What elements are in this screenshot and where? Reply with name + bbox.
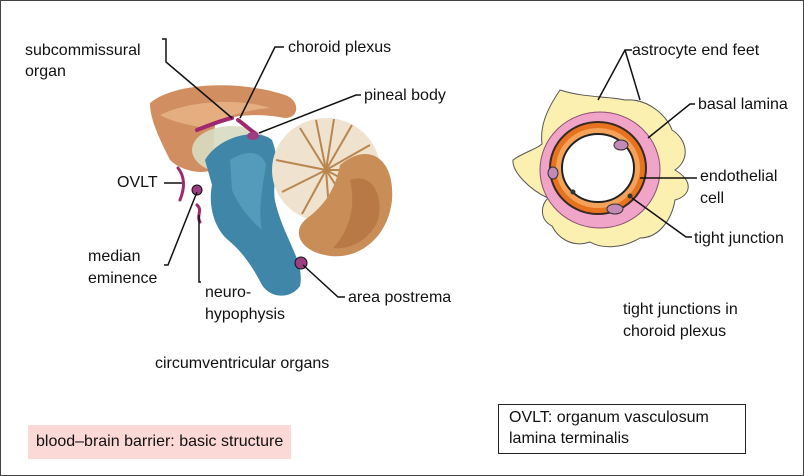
neurohypophysis-leader (199, 215, 201, 282)
label-basal-lamina: basal lamina (698, 95, 788, 114)
label-astrocyte-end-feet: astrocyte end feet (632, 40, 772, 62)
label-area-postrema: area postrema (348, 288, 451, 307)
endothelial-nucleus (607, 204, 623, 214)
endothelial-nucleus (614, 140, 628, 150)
label-choroid-plexus: choroid plexus (288, 38, 391, 57)
figure-title: blood–brain barrier: basic structure (28, 425, 291, 459)
pineal-marker (247, 132, 259, 140)
ovlt-marker (178, 168, 184, 200)
label-tight-junction: tight junction (694, 228, 784, 250)
brain-illustration (150, 85, 392, 295)
label-subcommissural-organ: subcommissural organ (25, 40, 165, 82)
label-ovlt: OVLT (117, 173, 158, 192)
tight-junction-dot (571, 190, 576, 195)
area-postrema-leader (303, 265, 345, 297)
ovlt-abbreviation-note: OVLT: organum vasculosum lamina terminal… (498, 404, 746, 454)
tight-junction-dot (628, 194, 633, 199)
caption-circumventricular-organs: circumventricular organs (155, 354, 329, 373)
label-pineal-body: pineal body (364, 86, 446, 105)
label-median-eminence: median eminence (88, 246, 168, 290)
capillary-illustration (513, 90, 688, 247)
endothelial-nucleus (548, 167, 558, 179)
label-neurohypophysis: neuro-hypophysis (205, 282, 285, 326)
label-endothelial-cell: endothelial cell (700, 166, 790, 210)
caption-tight-junctions-choroid: tight junctions in choroid plexus (623, 299, 773, 343)
median-eminence-leader (164, 192, 197, 265)
